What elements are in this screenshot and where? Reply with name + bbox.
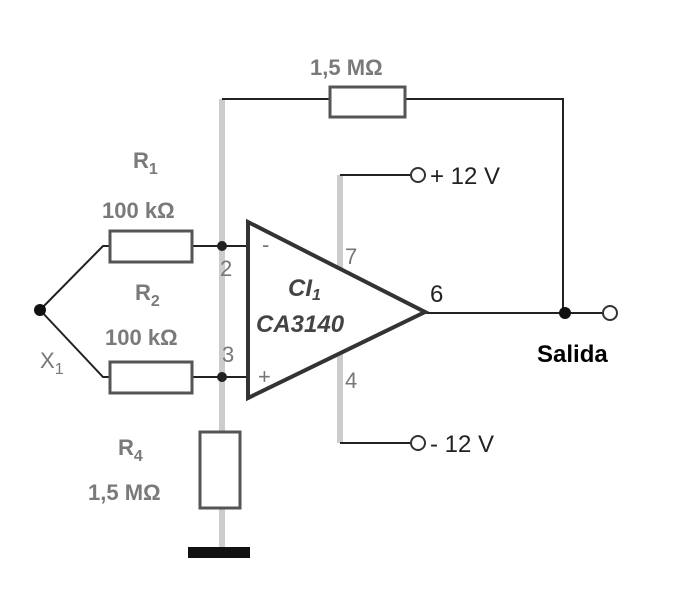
pin-7-label: 7	[345, 244, 357, 269]
r2-value: 100 kΩ	[105, 325, 178, 350]
opamp-triangle	[246, 218, 430, 402]
pin-3-label: 3	[222, 342, 234, 367]
pin-2-label: 2	[220, 256, 232, 281]
opamp-plus-sign: +	[258, 364, 271, 389]
output-terminal	[602, 305, 618, 321]
feedback-wire-right	[405, 98, 564, 313]
r4-name: R4	[118, 435, 143, 465]
vplus-terminal	[410, 167, 426, 183]
opamp-minus-sign: -	[262, 232, 269, 257]
x1-wire-top	[39, 245, 110, 311]
resistor-r1	[108, 229, 194, 264]
r1-name: R1	[133, 148, 158, 178]
r1-value: 100 kΩ	[102, 198, 175, 223]
output-junction-dot	[559, 307, 571, 319]
pin-6-label: 6	[430, 281, 443, 308]
resistor-r2	[108, 360, 194, 395]
inverting-junction-dot	[217, 241, 227, 251]
resistor-r4	[198, 430, 242, 510]
pin-4-label: 4	[345, 368, 357, 393]
r4-value: 1,5 MΩ	[88, 480, 161, 505]
r2-name: R2	[135, 280, 160, 310]
x1-label: X1	[40, 348, 64, 378]
opamp-ref-label: CI1	[288, 275, 321, 304]
feedback-resistor	[328, 85, 407, 119]
x1-junction-dot	[34, 304, 46, 316]
vminus-terminal	[410, 435, 426, 451]
opamp-part-label: CA3140	[256, 311, 345, 338]
noninverting-junction-dot	[217, 372, 227, 382]
x1-wire-bottom	[39, 309, 110, 378]
feedback-resistor-value: 1,5 MΩ	[310, 55, 383, 80]
positive-supply-label: + 12 V	[430, 163, 500, 190]
output-label: Salida	[537, 341, 608, 368]
negative-supply-label: - 12 V	[430, 431, 494, 458]
ground-symbol	[188, 547, 250, 558]
